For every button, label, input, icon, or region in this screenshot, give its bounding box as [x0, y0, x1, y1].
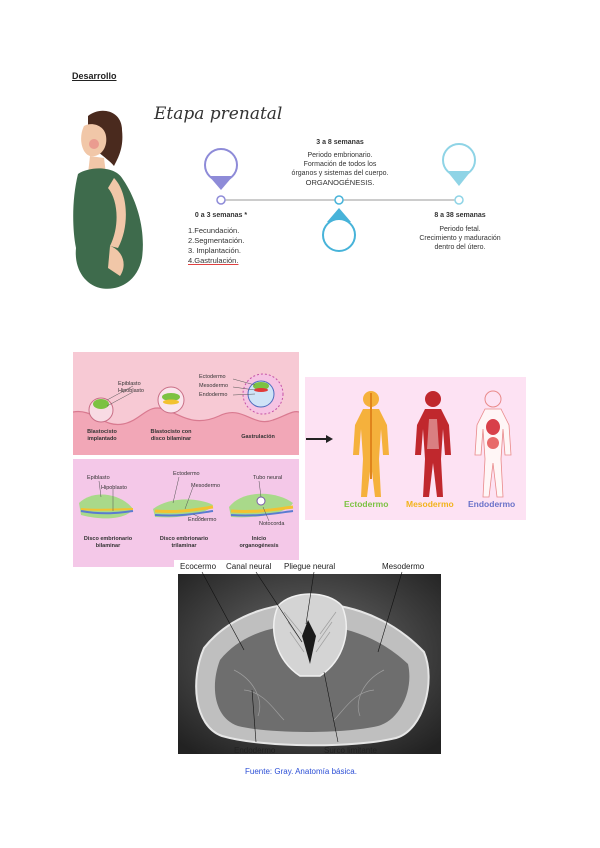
weeks-3-8-line: ORGANOGÉNESIS. [270, 178, 410, 187]
pin-3-8-weeks [323, 196, 355, 251]
caption-disco-bilaminar: Blastocisto con disco bilaminar [141, 429, 201, 442]
sem-image [174, 560, 445, 766]
label-endodermo: Endodermo [234, 746, 275, 755]
label-endodermo: Endodermo [199, 392, 227, 399]
label-endodermo: Endodermo [188, 517, 216, 524]
caption-inicio-organogenesis: Inicio organogénesis [229, 536, 289, 549]
body-ectodermo [353, 391, 389, 497]
label-ectodermo: Ecocermo [180, 562, 216, 571]
label-pliegue-neural: Pliegue neural [284, 562, 335, 571]
weeks-8-38-line: dentro del útero. [400, 243, 520, 252]
weeks-0-3-item: 2.Segmentación. [188, 236, 244, 246]
embryo-implantation-panel: Epiblasto Hipoblasto Ectodermo Mesodermo… [73, 352, 299, 455]
section-heading: Desarrollo [72, 71, 117, 81]
figure-source: Fuente: Gray. Anatomía básica. [245, 767, 357, 776]
caption-line: implantado [77, 436, 127, 443]
label-mesodermo: Mesodermo [199, 383, 228, 390]
weeks-8-38-block: 8 a 38 semanas Periodo fetal. Crecimient… [400, 211, 520, 252]
weeks-8-38-line: Periodo fetal. [400, 225, 520, 234]
weeks-0-3-item: 1.Fecundación. [188, 226, 244, 236]
weeks-0-3-list: 1.Fecundación. 2.Segmentación. 3. Implan… [188, 226, 244, 266]
label-ectodermo: Ectodermo [199, 374, 226, 381]
caption-line: Disco embrionario [75, 536, 141, 543]
caption-line: Gastrulación [228, 434, 288, 441]
weeks-3-8-line: Formación de todos los [270, 160, 410, 169]
label-hipoblasto: Hipoblasto [118, 388, 144, 395]
body-mesodermo [415, 391, 451, 497]
caption-blastocisto-implantado: Blastocisto implantado [77, 429, 127, 442]
caption-line: Disco embrionario [151, 536, 217, 543]
weeks-3-8-line: órganos y sistemas del cuerpo. [270, 169, 410, 178]
caption-line: organogénesis [229, 543, 289, 550]
weeks-0-3-head: 0 a 3 semanas * [180, 211, 262, 220]
label-epiblasto: Epiblasto [118, 381, 141, 388]
weeks-3-8-head: 3 a 8 semanas [270, 138, 410, 147]
weeks-8-38-line: Crecimiento y maduración [400, 234, 520, 243]
pin-8-38-weeks [443, 144, 475, 204]
caption-gastrulacion: Gastrulación [228, 434, 288, 441]
body-endodermo [475, 391, 511, 497]
caption-line: bilaminar [75, 543, 141, 550]
caption-disco-trilaminar: Disco embrionario trilaminar [151, 536, 217, 549]
legend-endodermo: Endodermo [468, 499, 515, 509]
label-canal-neural: Canal neural [226, 562, 271, 571]
legend-ectodermo: Ectodermo [344, 499, 388, 509]
label-notocorda: Notocorda [259, 521, 284, 528]
neural-tube-micrograph: Ecocermo Canal neural Pliegue neural Mes… [174, 560, 445, 780]
label-epiblasto: Epiblasto [87, 475, 110, 482]
label-mesodermo: Mesodermo [382, 562, 424, 571]
weeks-0-3-item: 4.Gastrulación. [188, 256, 244, 266]
label-mesodermo: Mesodermo [191, 483, 220, 490]
label-tubo-neural: Tubo neural [253, 475, 282, 482]
arrow-right-icon [304, 434, 334, 444]
caption-disco-bilaminar: Disco embrionario bilaminar [75, 536, 141, 549]
embryo-disc-panel: Epiblasto Hipoblasto Ectodermo Mesodermo… [73, 459, 299, 567]
legend-mesodermo: Mesodermo [406, 499, 454, 509]
weeks-8-38-head: 8 a 38 semanas [400, 211, 520, 220]
weeks-0-3-item: 3. Implantación. [188, 246, 244, 256]
pin-0-3-weeks [205, 133, 255, 204]
prenatal-stage-figure: Etapa prenatal 3 a 8 semanas Periodo emb… [70, 98, 528, 298]
prenatal-timeline [70, 98, 528, 298]
caption-line: trilaminar [151, 543, 217, 550]
caption-line: disco bilaminar [141, 436, 201, 443]
label-hipoblasto: Hipoblasto [101, 485, 127, 492]
label-ectodermo: Ectodermo [173, 471, 200, 478]
label-surco-limitante: Surco limitante [324, 746, 377, 755]
weeks-3-8-block: 3 a 8 semanas Periodo embrionario. Forma… [270, 138, 410, 187]
weeks-3-8-line: Periodo embrionario. [270, 151, 410, 160]
